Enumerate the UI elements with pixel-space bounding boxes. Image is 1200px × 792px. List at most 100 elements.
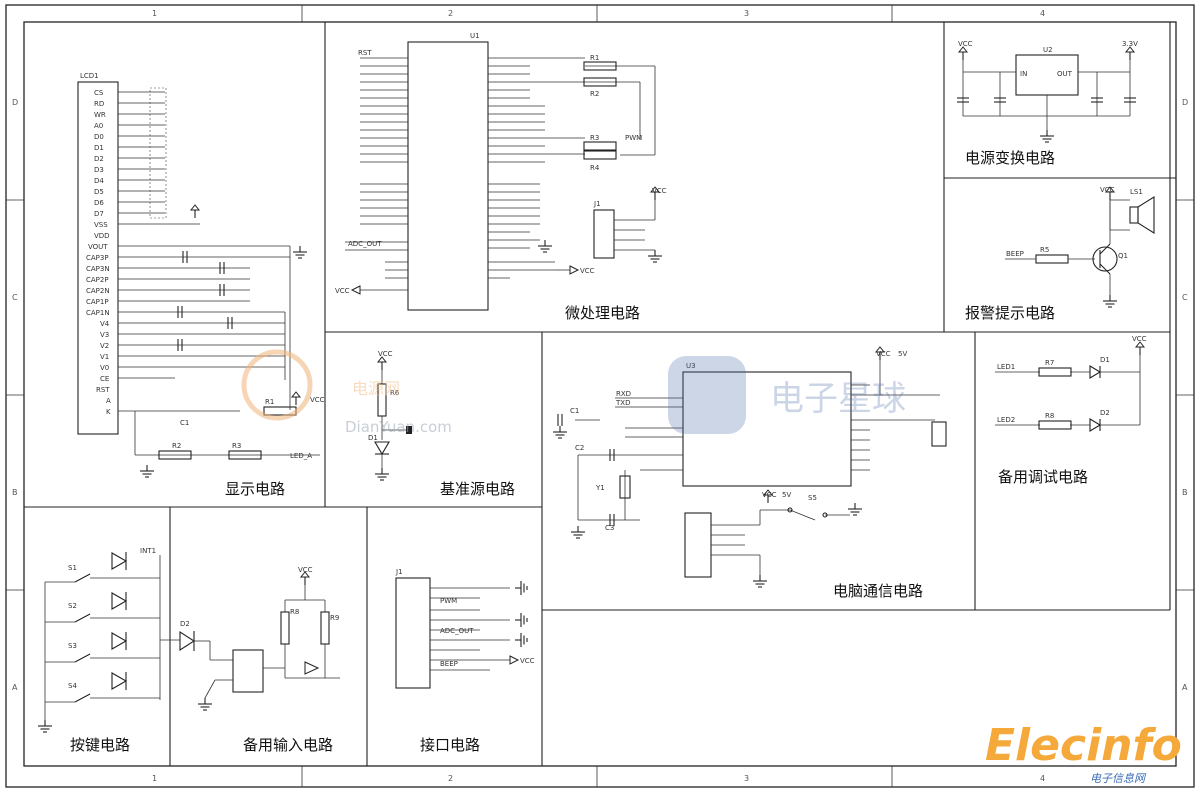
svg-text:RST: RST bbox=[96, 386, 110, 394]
zone-row-b-right: B bbox=[1182, 488, 1188, 497]
mcu-right-pins bbox=[488, 57, 656, 279]
section-title-backup-input: 备用输入电路 bbox=[243, 736, 333, 754]
pc-s5-label: S5 bbox=[808, 494, 817, 502]
mcu-rst-label: RST bbox=[358, 49, 372, 57]
elecfans-watermark: 电子星球 bbox=[668, 356, 906, 434]
section-title-debug: 备用调试电路 bbox=[998, 468, 1088, 486]
mcu-ref: U1 bbox=[470, 32, 480, 40]
speaker-ref: LS1 bbox=[1130, 188, 1143, 196]
svg-text:D1: D1 bbox=[94, 144, 104, 152]
interface-vcc-label: VCC bbox=[520, 657, 535, 665]
mcu-left-pins bbox=[345, 57, 408, 291]
backup-vcc-label: VCC bbox=[298, 566, 313, 574]
debug-vcc-label: VCC bbox=[1132, 335, 1147, 343]
pc-c2-label: C2 bbox=[575, 444, 584, 452]
mcu-r2-label: R2 bbox=[590, 90, 599, 98]
key-s1-label: S1 bbox=[68, 564, 77, 572]
zone-row-c-right: C bbox=[1182, 293, 1188, 302]
lcd-pin-wires bbox=[118, 91, 320, 456]
debug-led2-label: LED2 bbox=[997, 416, 1015, 424]
svg-text:D2: D2 bbox=[94, 155, 104, 163]
power-vcc-label: VCC bbox=[958, 40, 973, 48]
u2-out-label: OUT bbox=[1057, 70, 1073, 78]
elecinfo-text: Elecinfo bbox=[985, 720, 1182, 771]
key-diodes bbox=[111, 552, 128, 690]
svg-text:CAP3P: CAP3P bbox=[86, 254, 109, 262]
header-j1 bbox=[593, 209, 615, 259]
backup-input-circuit: VCC R8 R9 D2 备用输入电路 bbox=[179, 566, 340, 754]
svg-text:CAP1P: CAP1P bbox=[86, 298, 109, 306]
zone-col-2-bottom: 2 bbox=[448, 774, 453, 783]
section-title-display: 显示电路 bbox=[225, 480, 285, 498]
display-c1-label: C1 bbox=[180, 419, 189, 427]
svg-text:A: A bbox=[106, 397, 111, 405]
zone-row-a-right: A bbox=[1182, 683, 1188, 692]
lcd-ref: LCD1 bbox=[80, 72, 99, 80]
svg-text:K: K bbox=[106, 408, 111, 416]
lcd-module bbox=[77, 81, 119, 435]
speaker-ls1 bbox=[1129, 206, 1139, 224]
svg-text:D3: D3 bbox=[94, 166, 104, 174]
alarm-vcc-label: VCC bbox=[1100, 186, 1115, 194]
zone-col-3-top: 3 bbox=[744, 9, 749, 18]
section-title-pc-comm: 电脑通信电路 bbox=[833, 582, 923, 600]
drawing-border bbox=[5, 4, 1195, 788]
usb-connector bbox=[684, 512, 712, 578]
debug-circuit: VCC LED1 LED2 R7 R8 D1 D2 备用调试电路 bbox=[995, 335, 1147, 486]
pc-c1-label: C1 bbox=[570, 407, 579, 415]
display-vcc-label: VCC bbox=[310, 396, 325, 404]
display-r1-label: R1 bbox=[265, 398, 274, 406]
svg-text:CAP2N: CAP2N bbox=[86, 287, 110, 295]
mcu-r1-label: R1 bbox=[590, 54, 599, 62]
svg-text:CE: CE bbox=[100, 375, 109, 383]
display-bl-label: LED_A bbox=[290, 452, 312, 460]
zone-row-a-left: A bbox=[12, 683, 18, 692]
gate-chip bbox=[232, 649, 264, 693]
svg-text:VSS: VSS bbox=[94, 221, 108, 229]
svg-text:WR: WR bbox=[94, 111, 106, 119]
section-dividers bbox=[24, 22, 1176, 766]
mcu-chip bbox=[407, 41, 489, 311]
interface-adc-label: ADC_OUT bbox=[440, 627, 474, 635]
svg-text:D7: D7 bbox=[94, 210, 104, 218]
section-title-reference: 基准源电路 bbox=[440, 480, 515, 498]
alarm-beep-label: BEEP bbox=[1006, 250, 1024, 258]
ref-r6-label: R6 bbox=[390, 389, 400, 397]
zone-col-3-bottom: 3 bbox=[744, 774, 749, 783]
zone-row-d-left: D bbox=[12, 98, 18, 107]
debug-r8-label: R8 bbox=[1045, 412, 1054, 420]
y1-ref: Y1 bbox=[595, 484, 605, 492]
svg-text:D5: D5 bbox=[94, 188, 104, 196]
display-r2-label: R2 bbox=[172, 442, 181, 450]
interface-beep-label: BEEP bbox=[440, 660, 458, 668]
zone-col-4-bottom: 4 bbox=[1040, 774, 1045, 783]
ref-d1-label: D1 bbox=[368, 434, 378, 442]
display-circuit: LCD1 CS RD WR A0 D0 D1 D2 D3 D4 D5 D6 D7… bbox=[77, 72, 325, 498]
crystal-y1 bbox=[619, 475, 631, 499]
svg-text:D4: D4 bbox=[94, 177, 104, 185]
svg-text:D6: D6 bbox=[94, 199, 104, 207]
u2-in-label: IN bbox=[1020, 70, 1027, 78]
elecfans-text: 电子星球 bbox=[770, 379, 906, 419]
pc-vcc-label: VCC bbox=[876, 350, 891, 358]
reference-circuit: VCC R6 D1 基准源电路 bbox=[368, 350, 515, 498]
power-3v3-label: 3.3V bbox=[1122, 40, 1138, 48]
pc-c3-label: C3 bbox=[605, 524, 614, 532]
lcd-signal-tags bbox=[149, 87, 167, 219]
svg-text:V4: V4 bbox=[100, 320, 110, 328]
microprocessor-circuit: U1 R1 R2 R3 bbox=[335, 32, 667, 322]
svg-text:V0: V0 bbox=[100, 364, 109, 372]
svg-text:CAP2P: CAP2P bbox=[86, 276, 109, 284]
key-s4-label: S4 bbox=[68, 682, 77, 690]
zone-col-1-bottom: 1 bbox=[152, 774, 157, 783]
svg-text:A0: A0 bbox=[94, 122, 103, 130]
zone-col-1-top: 1 bbox=[152, 9, 157, 18]
backup-d2-label: D2 bbox=[180, 620, 190, 628]
j1-vcc-label: VCC bbox=[652, 187, 667, 195]
interface-header bbox=[395, 577, 431, 689]
section-title-keys: 按键电路 bbox=[70, 736, 130, 754]
alarm-r5-label: R5 bbox=[1040, 246, 1049, 254]
svg-text:V1: V1 bbox=[100, 353, 109, 361]
section-title-micro: 微处理电路 bbox=[565, 304, 640, 322]
section-title-interface: 接口电路 bbox=[420, 736, 480, 754]
